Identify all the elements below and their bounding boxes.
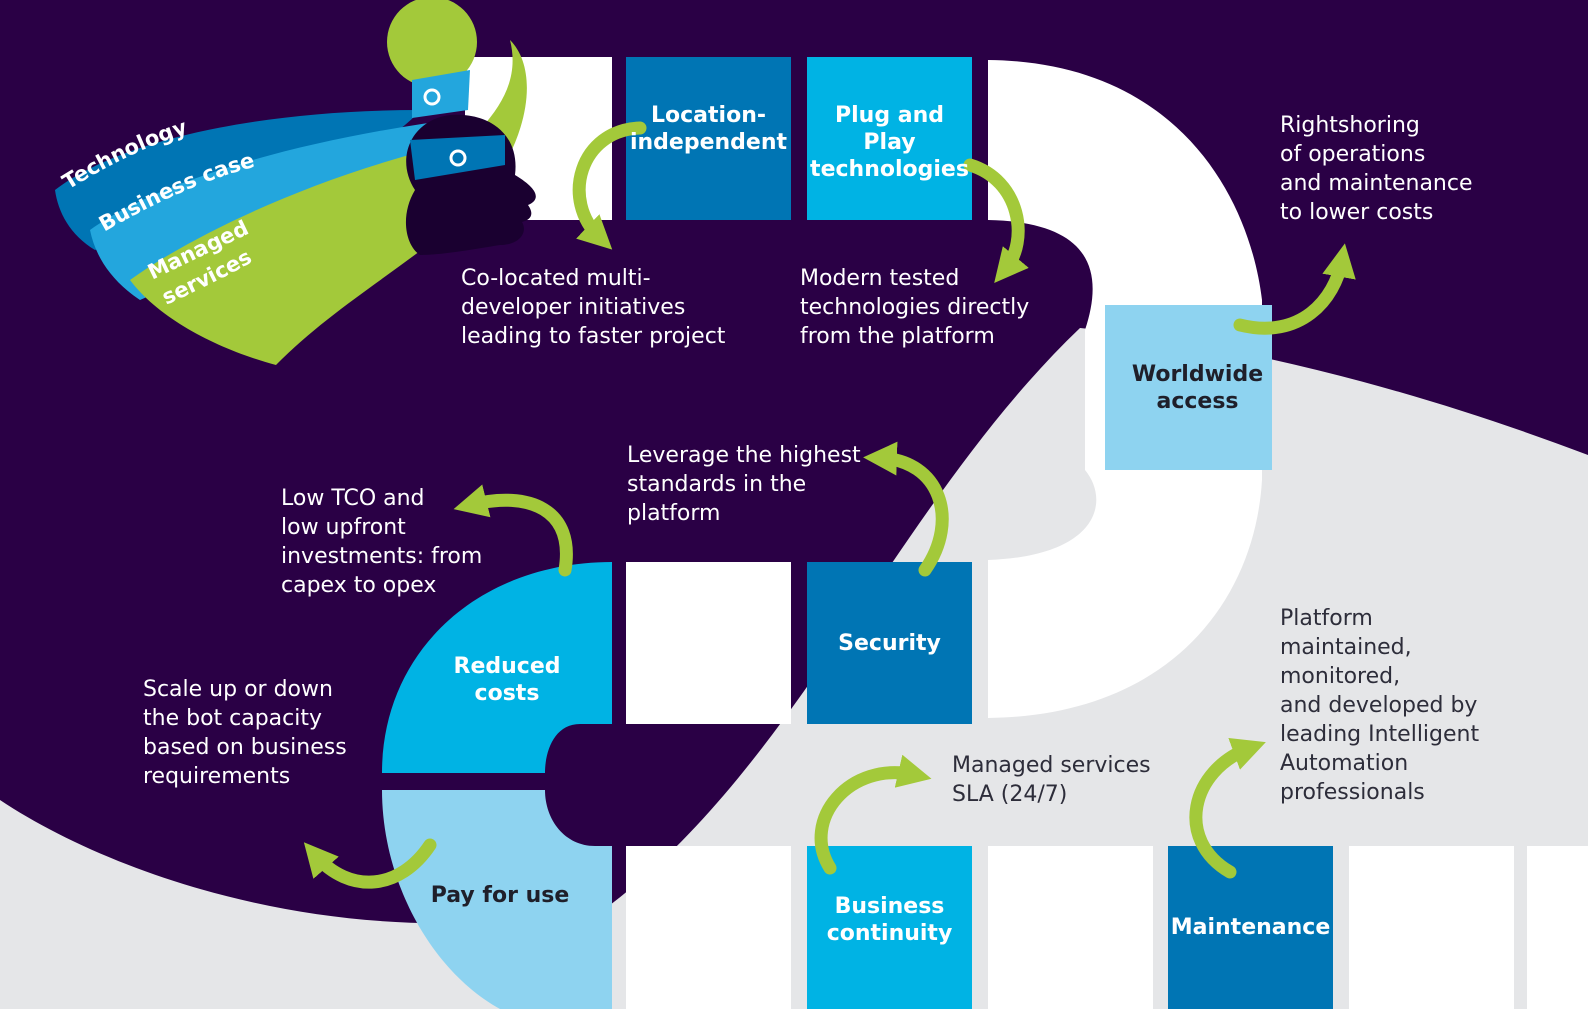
curved-arrow-icon bbox=[814, 754, 932, 875]
note-rightshoring: Rightshoring of operations and maintenan… bbox=[1280, 113, 1473, 225]
track-tile-bottom-blank-3 bbox=[1349, 846, 1514, 1009]
note-leverage: Leverage the highest standards in the pl… bbox=[627, 443, 861, 526]
curved-arrow-icon bbox=[963, 158, 1029, 283]
puzzle-head-icon bbox=[387, 0, 536, 255]
note-co-located: Co-located multi- developer initiatives … bbox=[461, 266, 726, 349]
curved-arrow-icon bbox=[863, 441, 949, 577]
note-modern-tested: Modern tested technologies directly from… bbox=[800, 266, 1030, 349]
note-scale: Scale up or down the bot capacity based … bbox=[143, 677, 347, 789]
curved-arrow-icon bbox=[303, 838, 437, 889]
tile-reduced-costs bbox=[382, 562, 612, 773]
track-tile-bottom-blank-1 bbox=[626, 846, 791, 1009]
track-tile-bottom-blank-2 bbox=[988, 846, 1153, 1009]
curved-arrow-icon bbox=[1189, 737, 1266, 879]
label-pay-for-use: Pay for use bbox=[430, 882, 570, 908]
tile-business-continuity bbox=[807, 846, 972, 1009]
tile-location-independent bbox=[626, 57, 791, 220]
note-low-tco: Low TCO and low upfront investments: fro… bbox=[281, 486, 483, 598]
label-location-independent: Location- independent bbox=[629, 103, 788, 155]
label-maintenance: Maintenance bbox=[1170, 915, 1331, 940]
curved-arrow-icon bbox=[572, 121, 647, 250]
label-reduced-costs: Reduced costs bbox=[453, 654, 561, 706]
tile-security bbox=[807, 562, 972, 724]
label-security: Security bbox=[838, 630, 941, 656]
tile-plug-and-play bbox=[807, 57, 972, 220]
tile-pay-for-use bbox=[382, 790, 612, 1009]
label-worldwide-access: Worldwide access bbox=[1131, 361, 1264, 414]
tile-maintenance bbox=[1168, 846, 1333, 1009]
label-business-continuity: Business continuity bbox=[826, 894, 953, 946]
swoosh-managed-services bbox=[130, 40, 527, 365]
label-plug-and-play: Plug and Play technologies bbox=[810, 103, 969, 182]
note-managed-sla: Managed services SLA (24/7) bbox=[952, 753, 1151, 807]
track-tile-bottom-blank-4 bbox=[1527, 846, 1588, 1009]
curved-arrow-icon bbox=[1233, 243, 1356, 335]
track-tile-mid-blank bbox=[626, 562, 791, 724]
curved-arrow-icon bbox=[453, 484, 573, 577]
note-platform-maintained: Platform maintained, monitored, and deve… bbox=[1280, 606, 1480, 805]
